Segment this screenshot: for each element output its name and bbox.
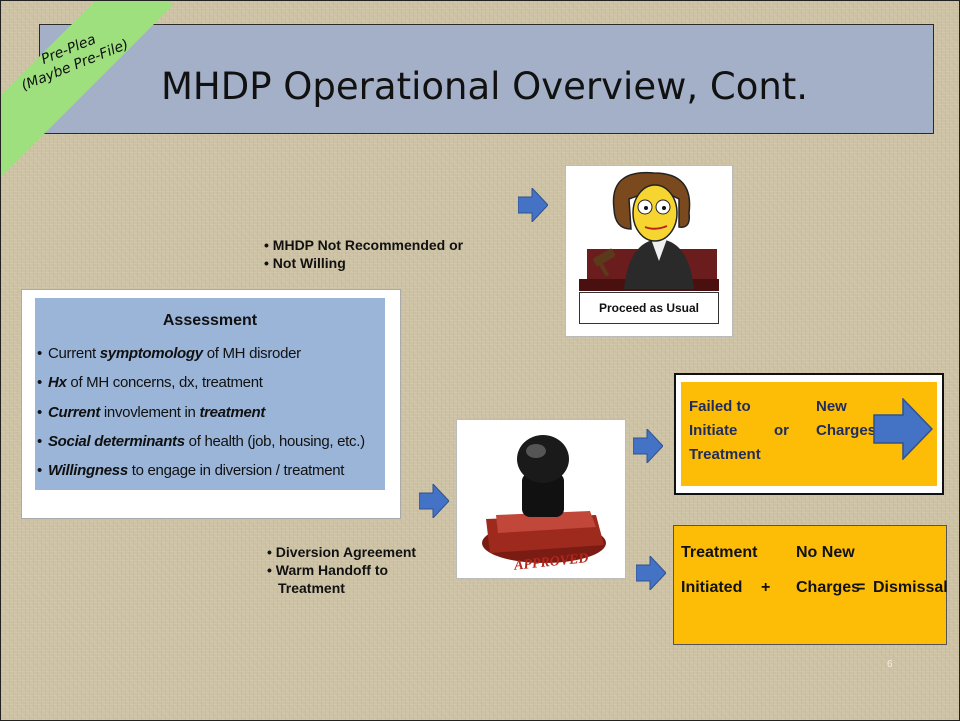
- charges-label: Charges: [796, 579, 861, 596]
- no-new-label: No New: [796, 544, 855, 561]
- page-number: 6: [887, 659, 893, 670]
- equals-sign: =: [856, 579, 866, 596]
- arrow-right-icon: [636, 556, 666, 590]
- failure-line: Treatment: [689, 446, 761, 463]
- initiated-label: Initiated: [681, 579, 743, 596]
- plus-sign: +: [761, 579, 771, 596]
- assessment-item: •Social determinants of health (job, hou…: [37, 433, 365, 450]
- treatment-label: Treatment: [681, 544, 758, 561]
- new-charges-line: New: [816, 398, 847, 415]
- assessment-title: Assessment: [162, 312, 258, 329]
- not-recommended-bullets: • MHDP Not Recommended or • Not Willing: [264, 236, 463, 272]
- arrow-right-icon: [873, 398, 933, 460]
- not-recommended-bullet: • MHDP Not Recommended or: [264, 237, 464, 253]
- warm-handoff-bullet: • Warm Handoff to: [267, 562, 389, 578]
- arrow-right-icon: [419, 484, 449, 518]
- failure-line: Failed to: [689, 398, 751, 415]
- new-charges-line: Charges: [816, 422, 877, 439]
- assessment-item: •Hx of MH concerns, dx, treatment: [37, 374, 263, 391]
- assessment-item: •Willingness to engage in diversion / tr…: [37, 462, 345, 479]
- proceed-as-usual-label: Proceed as Usual: [579, 292, 719, 324]
- approved-stamp-icon: APPROVED: [482, 435, 606, 573]
- title-bar: [39, 24, 934, 134]
- slide-title: MHDP Operational Overview, Cont.: [161, 65, 809, 108]
- failure-reason: Failed to Initiate Treatment: [689, 395, 761, 467]
- not-willing-bullet: • Not Willing: [264, 255, 346, 271]
- success-outcome-panel: [673, 525, 947, 645]
- assessment-panel: [35, 298, 385, 490]
- assessment-item: •Current invovlement in treatment: [37, 404, 266, 421]
- dismissal-label: Dismissal: [873, 579, 948, 596]
- assessment-item: •Current symptomology of MH disroder: [37, 345, 301, 362]
- diversion-agreement-bullet: • Diversion Agreement: [267, 544, 417, 560]
- judge-icon: [579, 171, 719, 291]
- failure-or: or: [774, 422, 789, 439]
- approved-stamp-label: APPROVED: [512, 551, 589, 573]
- diversion-bullets: • Diversion Agreement • Warm Handoff to …: [267, 543, 416, 597]
- failure-line: Initiate: [689, 422, 738, 439]
- arrow-right-icon: [518, 188, 548, 222]
- warm-handoff-bullet-cont: Treatment: [278, 580, 345, 596]
- arrow-right-icon: [633, 429, 663, 463]
- new-charges: New Charges: [816, 395, 876, 443]
